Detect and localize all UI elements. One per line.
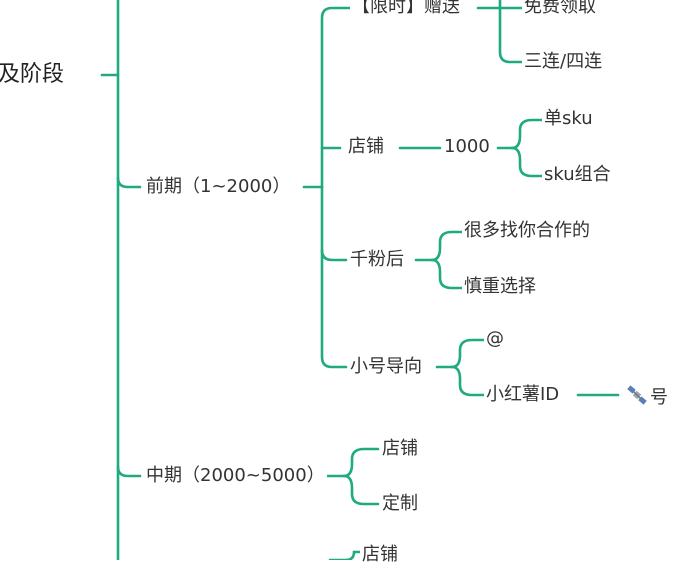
alt-account-node: 小号导向 (348, 356, 424, 377)
sku-combo-node: sku组合 (542, 164, 613, 185)
shop-node: 店铺 (346, 136, 386, 157)
early-stage-node: 前期（1~2000） (144, 176, 293, 197)
at-node: @ (484, 328, 506, 349)
xhs-number-suffix: 号 (650, 387, 668, 408)
xhs-id-node: 小红薯ID (484, 384, 562, 405)
triple-quad-node: 三连/四连 (522, 51, 605, 72)
edge-early-alt (320, 248, 348, 369)
edge-thousand-fork-bottom (430, 258, 464, 290)
late-shop-node: 店铺 (360, 544, 400, 565)
middle-shop-node: 店铺 (380, 438, 420, 459)
thousand-fans-node: 千粉后 (348, 249, 406, 270)
root-node: 及阶段 (0, 64, 67, 86)
limited-gift-node: 【限时】赠送 (350, 0, 462, 17)
xhs-number-node: 号 (624, 384, 670, 410)
many-partners-node: 很多找你合作的 (462, 220, 592, 241)
edge-middle-fork-bottom (342, 474, 380, 506)
single-sku-node: 单sku (542, 108, 595, 129)
edge-middle-fork-top (342, 447, 380, 478)
satellite-icon (626, 384, 648, 410)
edge-alt-fork-top (450, 338, 486, 369)
edge-count-fork-top (510, 118, 544, 150)
edge-alt-fork-bottom (450, 365, 486, 397)
edge-early-thousand (320, 185, 348, 262)
middle-stage-node: 中期（2000~5000） (144, 465, 327, 486)
edge-root-early (116, 176, 142, 189)
custom-node: 定制 (380, 493, 420, 514)
free-claim-node: 免费领取 (522, 0, 598, 17)
edge-limited-fork (498, 0, 524, 64)
edge-count-fork-bottom (510, 146, 544, 178)
edge-thousand-fork-top (430, 230, 464, 262)
shop-count-node: 1000 (442, 136, 492, 157)
edge-root-middle (116, 465, 142, 478)
edge-early-trunk (320, 6, 354, 189)
choose-carefully-node: 慎重选择 (462, 276, 538, 297)
